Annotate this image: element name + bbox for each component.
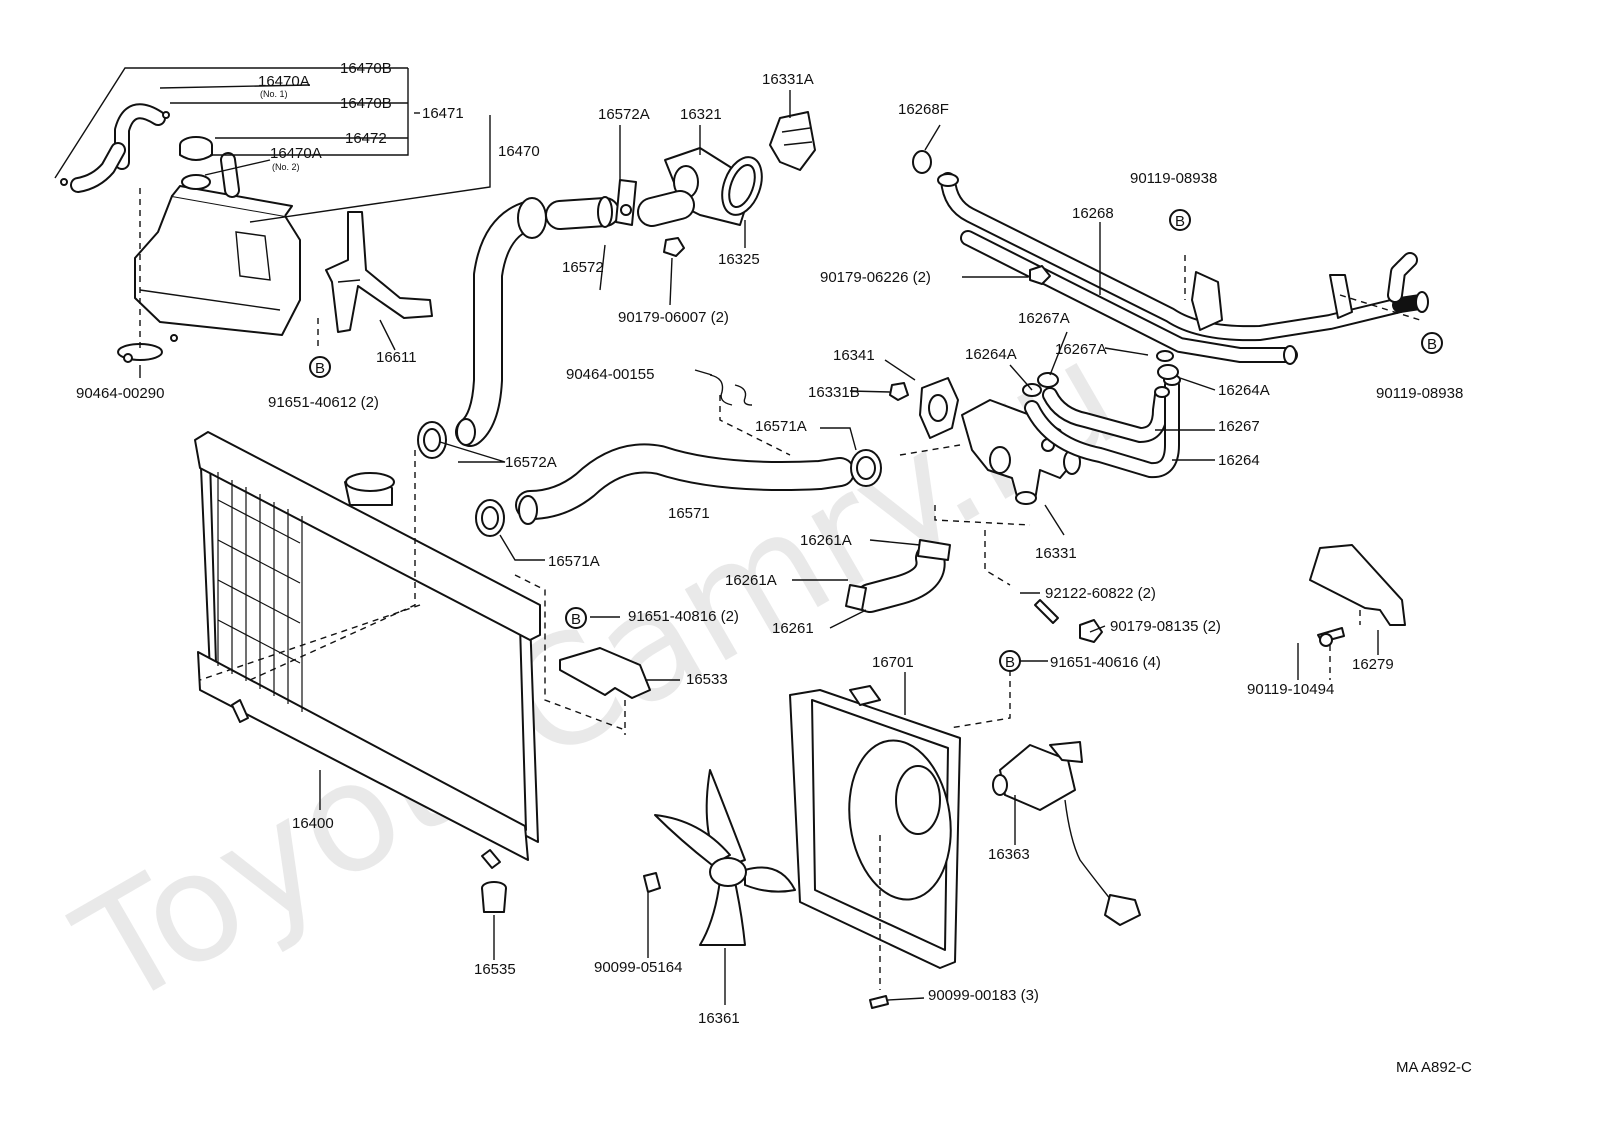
- label-16572: 16572: [562, 259, 604, 276]
- label-16267: 16267: [1218, 418, 1260, 435]
- hose-clamp-16572A-top: [615, 179, 637, 226]
- label-16321: 16321: [680, 106, 722, 123]
- label-16279: 16279: [1352, 656, 1394, 673]
- label-90179-06226: 90179-06226 (2): [820, 269, 931, 286]
- ref-marker-b-4: B: [565, 607, 587, 629]
- label-90099-00183: 90099-00183 (3): [928, 987, 1039, 1004]
- label-16470: 16470: [498, 143, 540, 160]
- label-16470B-b: 16470B: [340, 95, 392, 112]
- nut-90179-06226: [1029, 265, 1051, 285]
- label-16472: 16472: [345, 130, 387, 147]
- label-16571A-top: 16571A: [755, 418, 807, 435]
- label-92122-60822: 92122-60822 (2): [1045, 585, 1156, 602]
- svg-text:B: B: [1427, 336, 1437, 353]
- label-16264A-a: 16264A: [965, 346, 1017, 363]
- thermostat-16331A: [769, 111, 816, 171]
- screw-90099-00183: [869, 995, 889, 1009]
- water-pipe-16267: [1042, 387, 1170, 443]
- clamp-90464-00290: [117, 334, 178, 363]
- label-90464-00290: 90464-00290: [76, 385, 164, 402]
- svg-text:B: B: [1005, 654, 1015, 671]
- ref-marker-b-3: B: [1421, 332, 1443, 354]
- label-16268F: 16268F: [898, 101, 949, 118]
- label-16267A-b: 16267A: [1055, 341, 1107, 358]
- label-16325: 16325: [718, 251, 760, 268]
- label-16264: 16264: [1218, 452, 1260, 469]
- label-16470A-no1-note: (No. 1): [260, 89, 288, 99]
- label-90099-05164: 90099-05164: [594, 959, 682, 976]
- fan-16361: [654, 769, 796, 946]
- label-16264A-b: 16264A: [1218, 382, 1270, 399]
- label-16535: 16535: [474, 961, 516, 978]
- stud-92122-60822: [1034, 599, 1059, 624]
- gasket-16268F: [912, 150, 932, 174]
- label-16470A-no2: 16470A: [270, 145, 322, 162]
- fan-shroud-16701: [789, 685, 961, 969]
- clamp-90464-00155: [709, 374, 753, 406]
- hose-clamp-16571A-low: [475, 499, 505, 537]
- overflow-hoses: [60, 103, 240, 198]
- label-16572A-low: 16572A: [505, 454, 557, 471]
- upper-radiator-hose: [455, 197, 547, 447]
- bolt-90119-10494: [1317, 627, 1345, 647]
- label-16470A-no2-note: (No. 2): [272, 162, 300, 172]
- label-16611: 16611: [376, 349, 417, 366]
- label-16400: 16400: [292, 815, 334, 832]
- bypass-hose-16261: [845, 539, 951, 613]
- label-16363: 16363: [988, 846, 1030, 863]
- water-bypass-pipe-16268: [937, 172, 1429, 365]
- label-16341: 16341: [833, 347, 875, 364]
- label-90119-10494: 90119-10494: [1247, 681, 1334, 698]
- radiator-support-16535: [481, 881, 507, 913]
- label-16571A-low: 16571A: [548, 553, 600, 570]
- svg-text:B: B: [1175, 213, 1185, 230]
- lower-radiator-hose-16571: [515, 443, 855, 525]
- label-90179-08135: 90179-08135 (2): [1110, 618, 1221, 635]
- label-16470A-no1: 16470A: [258, 73, 310, 90]
- svg-text:B: B: [315, 360, 325, 377]
- gasket-16341: [919, 377, 959, 439]
- label-16533: 16533: [686, 671, 728, 688]
- shield-16279: [1309, 544, 1406, 626]
- radiator-16400: [194, 431, 541, 869]
- label-16471: 16471: [422, 105, 464, 122]
- label-16701: 16701: [872, 654, 914, 671]
- label-16571: 16571: [668, 505, 710, 522]
- label-16361: 16361: [698, 1010, 740, 1027]
- fan-motor-16363: [992, 741, 1141, 926]
- label-16331: 16331: [1035, 545, 1077, 562]
- label-16261A-a: 16261A: [800, 532, 852, 549]
- svg-text:B: B: [571, 611, 581, 628]
- label-91651-40816: 91651-40816 (2): [628, 608, 739, 625]
- nut-90179-06007: [663, 237, 685, 257]
- label-90464-00155: 90464-00155: [566, 366, 654, 383]
- hose-clamp-16572A-low: [417, 421, 447, 459]
- label-91651-40616: 91651-40616 (4): [1050, 654, 1161, 671]
- ref-marker-b-1: B: [309, 356, 331, 378]
- o-ring-16331B: [889, 382, 909, 401]
- radiator-bracket-16533: [559, 647, 651, 699]
- label-90119-08938-right: 90119-08938: [1376, 385, 1463, 402]
- label-16572A-top: 16572A: [598, 106, 650, 123]
- gasket-16325: [721, 156, 763, 216]
- label-16331A: 16331A: [762, 71, 814, 88]
- label-16267A-a: 16267A: [1018, 310, 1070, 327]
- label-90119-08938-top: 90119-08938: [1130, 170, 1217, 187]
- label-16331B: 16331B: [808, 384, 860, 401]
- reservoir-bracket: [325, 211, 433, 333]
- water-outlet-hose-16572: [545, 196, 620, 230]
- reservoir-tank: [134, 136, 301, 336]
- label-16261A-b: 16261A: [725, 572, 777, 589]
- hose-clamp-16571A-top: [850, 449, 882, 487]
- label-16268: 16268: [1072, 205, 1114, 222]
- label-16261: 16261: [772, 620, 814, 637]
- ref-marker-b-5: B: [999, 650, 1021, 672]
- bolt-90099-05164: [643, 872, 661, 893]
- diagram-code: MA A892-C: [1396, 1059, 1472, 1076]
- ref-marker-b-2: B: [1169, 209, 1191, 231]
- label-90179-06007: 90179-06007 (2): [618, 309, 729, 326]
- label-91651-40612: 91651-40612 (2): [268, 394, 379, 411]
- label-16470B: 16470B: [340, 60, 392, 77]
